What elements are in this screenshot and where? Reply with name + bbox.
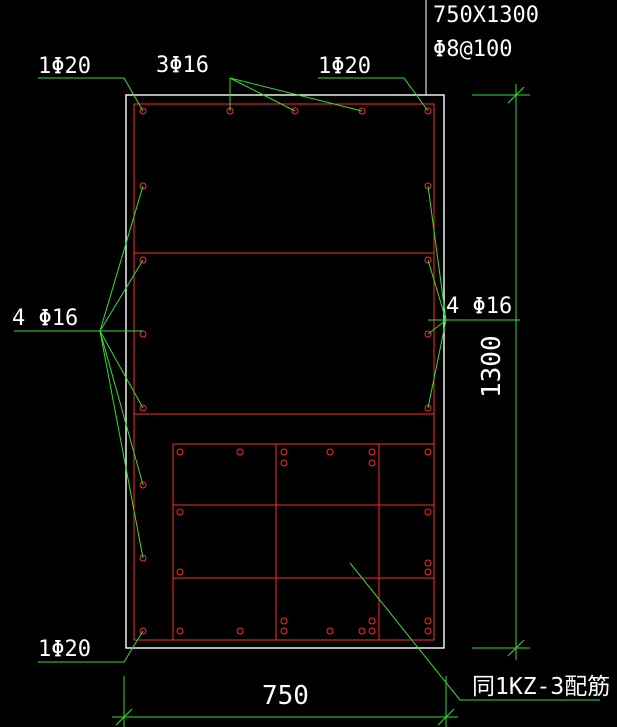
- rebar-bar: [139, 481, 147, 489]
- width-tick-left: [115, 708, 133, 726]
- callout-lower-region-note: 同1KZ-3配筋: [472, 674, 610, 700]
- outer-stirrup: [133, 103, 435, 641]
- leader-right-2: [427, 259, 447, 321]
- rebar-bar: [139, 554, 147, 562]
- rebar-bar: [280, 459, 288, 467]
- rebar-bar: [368, 627, 376, 635]
- rebar-bar: [236, 448, 244, 456]
- rebar-bar: [280, 448, 288, 456]
- leader-left-2: [99, 259, 144, 332]
- rebar-bar: [139, 107, 147, 115]
- rebar-bar: [236, 627, 244, 635]
- rebar-bars: [139, 107, 432, 635]
- rebar-bar: [368, 448, 376, 456]
- callout-right-side: 4 Φ16: [446, 294, 512, 319]
- rebar-bar: [424, 107, 432, 115]
- leader-left-4: [99, 330, 144, 486]
- height-tick-bottom: [507, 639, 525, 657]
- rebar-bar: [358, 107, 366, 115]
- rebar-bar: [358, 627, 366, 635]
- rebar-bar: [139, 330, 147, 338]
- height-dimension-text: 1300: [477, 335, 507, 398]
- rebar-bar: [176, 627, 184, 635]
- callout-top-left: 1Φ20: [38, 54, 91, 79]
- rebar-bar: [176, 448, 184, 456]
- leader-lower-note: [349, 562, 600, 701]
- height-tick-top: [507, 86, 525, 104]
- rebar-bar: [424, 508, 432, 516]
- rebar-bar: [139, 627, 147, 635]
- rebar-bar: [139, 256, 147, 264]
- rebar-bar: [326, 627, 334, 635]
- leader-bottom-left: [38, 630, 144, 663]
- callout-top-right: 1Φ20: [318, 54, 371, 79]
- rebar-bar: [424, 404, 432, 412]
- rebar-bar: [424, 568, 432, 576]
- rebar-bar: [291, 107, 299, 115]
- leader-top-middle-3: [229, 77, 363, 112]
- rebar-bar: [280, 627, 288, 635]
- rebar-bar: [280, 617, 288, 625]
- callout-top-middle: 3Φ16: [156, 53, 209, 78]
- leader-right-4: [427, 319, 447, 409]
- rebar-bar: [368, 459, 376, 467]
- lower-stirrup-grid: [172, 443, 435, 641]
- rebar-bar: [424, 559, 432, 567]
- stirrup-lines: [133, 103, 435, 641]
- leader-left-3: [99, 330, 144, 409]
- stirrup-spec-label: Φ8@100: [433, 37, 512, 62]
- rebar-bar: [176, 508, 184, 516]
- leader-right-1: [427, 185, 447, 321]
- rebar-bar: [368, 617, 376, 625]
- leader-top-right: [318, 77, 429, 112]
- rebar-bar: [424, 330, 432, 338]
- leader-left-1: [99, 185, 144, 332]
- rebar-bar: [424, 256, 432, 264]
- rebar-bar: [139, 182, 147, 190]
- width-tick-right: [437, 708, 455, 726]
- leader-right-3: [427, 319, 447, 335]
- rebar-bar: [176, 568, 184, 576]
- rebar-bar: [424, 617, 432, 625]
- callout-left-side: 4 Φ16: [12, 306, 78, 331]
- rebar-bar: [139, 404, 147, 412]
- rebar-bar: [424, 448, 432, 456]
- width-dimension-text: 750: [262, 681, 309, 711]
- leader-left-5: [99, 330, 144, 559]
- leader-top-middle-2: [229, 77, 296, 112]
- callout-bottom-left: 1Φ20: [38, 637, 91, 662]
- column-outline: [125, 94, 445, 649]
- leader-lines: [14, 77, 600, 701]
- leader-top-left: [38, 77, 144, 112]
- rebar-bar: [326, 448, 334, 456]
- rebar-bar: [424, 627, 432, 635]
- dimension-lines: [112, 84, 530, 727]
- section-size-label: 750X1300: [433, 3, 539, 28]
